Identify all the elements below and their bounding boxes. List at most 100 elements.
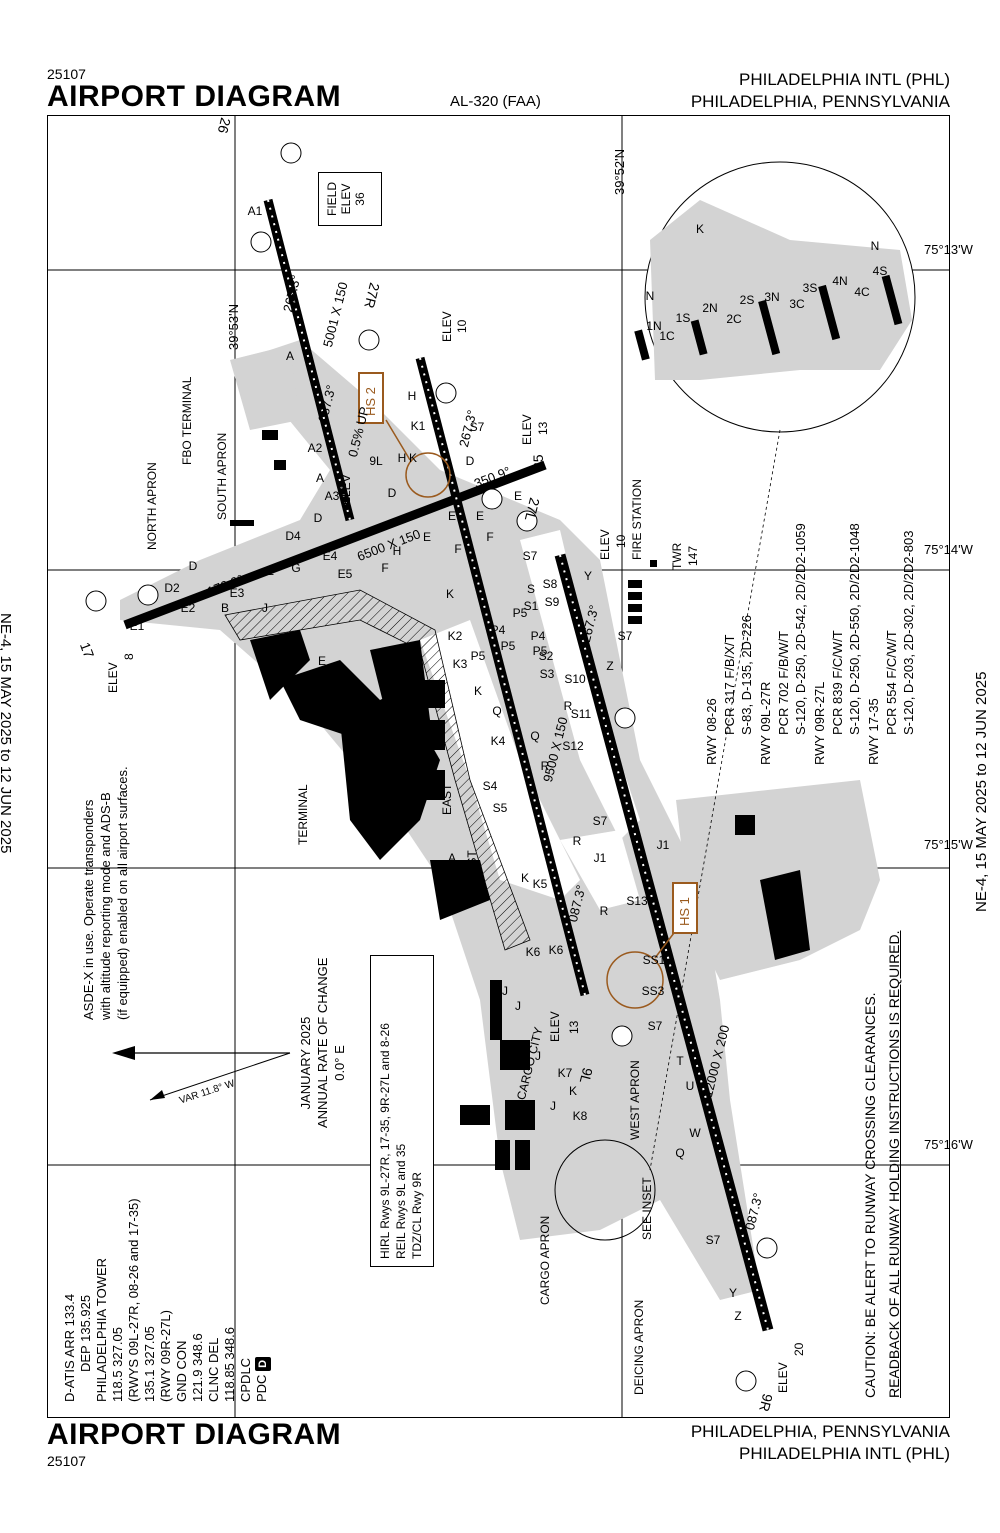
inset-label-3s: 3S bbox=[803, 281, 818, 295]
taxiway-k8: K8 bbox=[573, 1109, 588, 1123]
taxiway-k-mid: K bbox=[446, 587, 454, 601]
taxiway-n-east: Q bbox=[530, 729, 539, 743]
comms-tower-freq1: 118.5 327.05 bbox=[110, 1327, 125, 1402]
taxiway-9: 9L bbox=[369, 454, 383, 468]
taxiway-s-north: S7 bbox=[470, 420, 485, 434]
taxiway-m-east: P5 bbox=[501, 639, 516, 653]
taxiway-l-east: P4 bbox=[531, 629, 546, 643]
taxiway-a-north: A bbox=[286, 349, 294, 363]
asde-x-note: ASDE-X in use. Operate transponders with… bbox=[81, 766, 130, 1020]
taxiway-s-bottom: S7 bbox=[648, 1019, 663, 1033]
airport-location-top: PHILADELPHIA, PENNSYLVANIA bbox=[690, 92, 950, 111]
taxiway-k-bottom: K bbox=[569, 1084, 577, 1098]
taxiway-n-bottom: Q bbox=[675, 1146, 684, 1160]
twr-label: TWR bbox=[670, 542, 684, 570]
map-frame bbox=[47, 115, 950, 1418]
taxiway-h-south: H bbox=[393, 544, 402, 558]
inset-label-n-left: N bbox=[646, 289, 655, 303]
taxiway-k-north: K bbox=[409, 451, 417, 465]
taxiway-k1: K1 bbox=[411, 419, 426, 433]
pcr-rwy-09l-27r-detail: PCR 702 F/B/W/T S-120, D-250, 2D-542, 2D… bbox=[776, 523, 808, 735]
inset-label-2n: 2N bbox=[702, 301, 717, 315]
taxiway-j-bottom: J bbox=[550, 1099, 556, 1113]
inset-label-2s: 2S bbox=[740, 293, 755, 307]
taxiway-b: B bbox=[221, 601, 229, 615]
inset-label-n-right: N bbox=[871, 239, 880, 253]
taxiway-m-west: P5 bbox=[471, 649, 486, 663]
cargo-apron-label: CARGO APRON bbox=[538, 1215, 552, 1305]
pcr-rwy-09l-27r: RWY 09L-27R bbox=[758, 681, 773, 765]
taxiway-u-east: J1 bbox=[657, 838, 670, 852]
non-movement-area bbox=[224, 589, 531, 951]
lon-label-75-13: 75°13'W bbox=[924, 242, 973, 257]
taxiway-p3: S1 bbox=[524, 599, 539, 613]
fbo-terminal-label: FBO TERMINAL bbox=[180, 376, 194, 465]
taxiway-s-mid: S7 bbox=[523, 549, 538, 563]
taxiway-s9: T bbox=[676, 1054, 684, 1068]
inset-label-k: K bbox=[696, 222, 704, 236]
lat-label-39-52: 39°52'N bbox=[612, 149, 627, 195]
comms-gnd: GND CON bbox=[174, 1340, 189, 1402]
comms-gnd-freq: 121.9 348.6 bbox=[190, 1333, 205, 1402]
taxiway-ss3: Z bbox=[606, 659, 613, 673]
taxiway-k7: K7 bbox=[558, 1066, 573, 1080]
taxiway-a2: A2 bbox=[308, 441, 323, 455]
lighting-box: HIRL Rwys 9L-27R, 17-35, 9R-27L and 8-26… bbox=[370, 955, 434, 1267]
taxiway-p2: S bbox=[527, 582, 535, 596]
taxiway-j-south: J bbox=[502, 984, 508, 998]
taxiway-d2: D2 bbox=[164, 581, 180, 595]
comms-tower-freq2: 135.1 327.05 bbox=[142, 1326, 157, 1402]
taxiway-l-west: P4 bbox=[491, 623, 506, 637]
inset-label-1n: 1N bbox=[646, 319, 661, 333]
runway-27l-elev-val: 10 bbox=[614, 534, 628, 548]
deicing-apron-label: DEICING APRON bbox=[632, 1299, 646, 1395]
taxiway-m-north: P5 bbox=[513, 606, 528, 620]
comms-dep: DEP 135.925 bbox=[78, 1294, 93, 1372]
pcr-rwy-09r-27l-detail: PCR 839 F/C/W/T S-120, D-250, 2D-550, 2D… bbox=[830, 523, 862, 735]
doc-id-bottom: 25107 bbox=[47, 1453, 86, 1469]
hot-spot-hs2[interactable]: HS 2 bbox=[358, 372, 384, 424]
west-label: WEST bbox=[465, 850, 479, 885]
terminal-label: TERMINAL bbox=[296, 784, 310, 845]
taxiway-p5: S3 bbox=[540, 667, 555, 681]
hot-spot-hs1[interactable]: HS 1 bbox=[672, 882, 698, 934]
taxiway-e5: E5 bbox=[338, 567, 353, 581]
taxiway-k3: K3 bbox=[453, 657, 468, 671]
taxiway-r: S5 bbox=[493, 801, 508, 815]
taxiway-k4: K4 bbox=[491, 734, 506, 748]
taxiway-s11: W bbox=[689, 1126, 701, 1140]
runway-17-35 bbox=[123, 460, 547, 630]
taxiway-h-north: H bbox=[408, 389, 417, 403]
east-label: EAST bbox=[440, 783, 454, 815]
comms-clnc-freq: 118.85 348.6 bbox=[222, 1327, 237, 1402]
comms-tower: PHILADELPHIA TOWER bbox=[94, 1257, 109, 1402]
comms-block: D-ATIS ARR 133.4 DEP 135.925 PHILADELPHI… bbox=[62, 1198, 271, 1402]
gate-e-label: E bbox=[318, 654, 326, 668]
taxiway-k-lower: K bbox=[474, 684, 482, 698]
taxiway-ss-right: S7 bbox=[618, 629, 633, 643]
taxiway-s4: S11 bbox=[571, 707, 592, 721]
taxiway-s2: S9 bbox=[545, 595, 560, 609]
taxiway-p-bottom: R bbox=[600, 904, 609, 918]
caution-line-2: READBACK OF ALL RUNWAY HOLDING INSTRUCTI… bbox=[886, 930, 902, 1398]
runway-9l-elev: ELEV bbox=[548, 1011, 562, 1042]
taxiway-a-mid: A bbox=[316, 471, 324, 485]
taxiway-d-west: D bbox=[189, 559, 198, 573]
hot-spot-hs1-label: HS 1 bbox=[677, 897, 692, 926]
lon-label-75-16: 75°16'W bbox=[924, 1137, 973, 1152]
taxiway-k5: K5 bbox=[533, 877, 548, 891]
taxiway-k2: K2 bbox=[448, 629, 463, 643]
taxiway-labels: A1 A A2 A A3 D D4 D D1 D2 E1 E2 E3 E4 E5… bbox=[130, 204, 742, 1323]
twr-height-label: 147 bbox=[686, 545, 700, 566]
taxiway-e-mid2: E bbox=[448, 509, 456, 523]
gate-f-label: F bbox=[286, 654, 293, 668]
comms-atis: D-ATIS ARR 133.4 bbox=[62, 1293, 77, 1402]
taxiway-d-south: D bbox=[314, 511, 323, 525]
caution-line-1: CAUTION: BE ALERT TO RUNWAY CROSSING CLE… bbox=[862, 992, 878, 1398]
lon-label-75-14: 75°14'W bbox=[924, 542, 973, 557]
airport-name-bottom: PHILADELPHIA INTL (PHL) bbox=[739, 1444, 950, 1463]
runway-9r-elev-val: 20 bbox=[792, 1342, 806, 1356]
see-inset-label: SEE INSET bbox=[640, 1177, 654, 1240]
taxiway-e-west: E bbox=[266, 564, 274, 578]
